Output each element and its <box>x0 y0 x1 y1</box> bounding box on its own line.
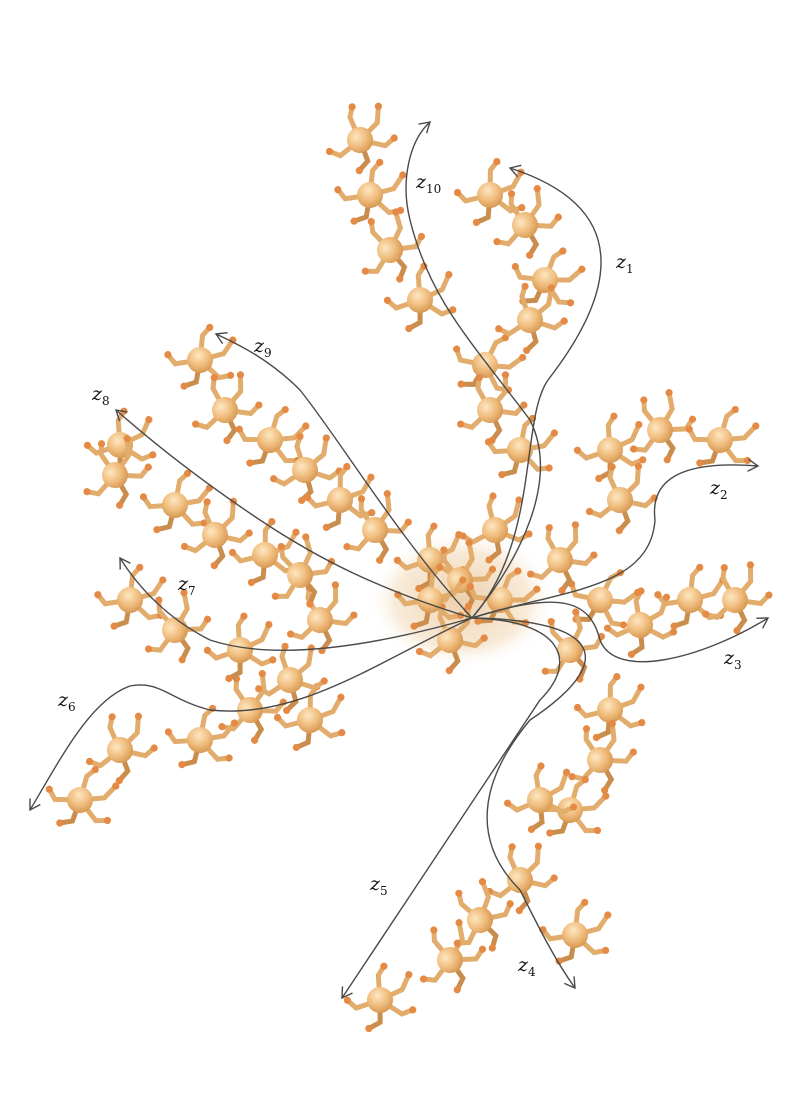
path-z3 <box>471 601 770 663</box>
path-z4 <box>471 617 587 990</box>
path-z7 <box>119 556 473 652</box>
label-z9: z9 <box>253 335 272 360</box>
label-z6: z6 <box>57 689 76 714</box>
label-z10: z10 <box>415 171 441 196</box>
path-z8 <box>114 409 473 619</box>
molecule-snapshot <box>491 279 570 356</box>
label-z5: z5 <box>369 873 388 898</box>
path-z9 <box>214 332 473 619</box>
label-z1: z1 <box>615 251 634 276</box>
trajectory-paths <box>29 121 770 1000</box>
trajectory-labels: z1 z2 z3 z4 z5 z6 z7 z8 z9 z10 <box>57 171 742 979</box>
molecule-snapshot <box>318 96 402 179</box>
label-z7: z7 <box>177 573 196 598</box>
molecule-snapshot <box>379 257 463 340</box>
molecule-snapshot <box>32 750 131 848</box>
molecule-snapshot <box>578 456 662 539</box>
molecule-cloud <box>32 96 780 1039</box>
path-z6 <box>29 617 473 812</box>
molecule-snapshot <box>155 312 248 404</box>
molecule-snapshot <box>339 957 423 1040</box>
molecule-snapshot <box>530 887 623 979</box>
path-z2 <box>471 458 760 619</box>
path-z5 <box>341 617 561 1000</box>
label-z8: z8 <box>91 383 110 408</box>
path-z10 <box>405 121 542 619</box>
label-z2: z2 <box>709 477 728 502</box>
label-z3: z3 <box>723 647 742 672</box>
molecule-snapshot <box>672 390 771 488</box>
center-cluster <box>367 530 557 670</box>
molecule-snapshot <box>78 706 162 789</box>
molecule-snapshot <box>199 607 283 690</box>
molecule-snapshot <box>154 691 250 786</box>
molecule-snapshot <box>478 836 562 919</box>
label-z4: z4 <box>517 954 536 979</box>
path-z1 <box>471 164 602 619</box>
